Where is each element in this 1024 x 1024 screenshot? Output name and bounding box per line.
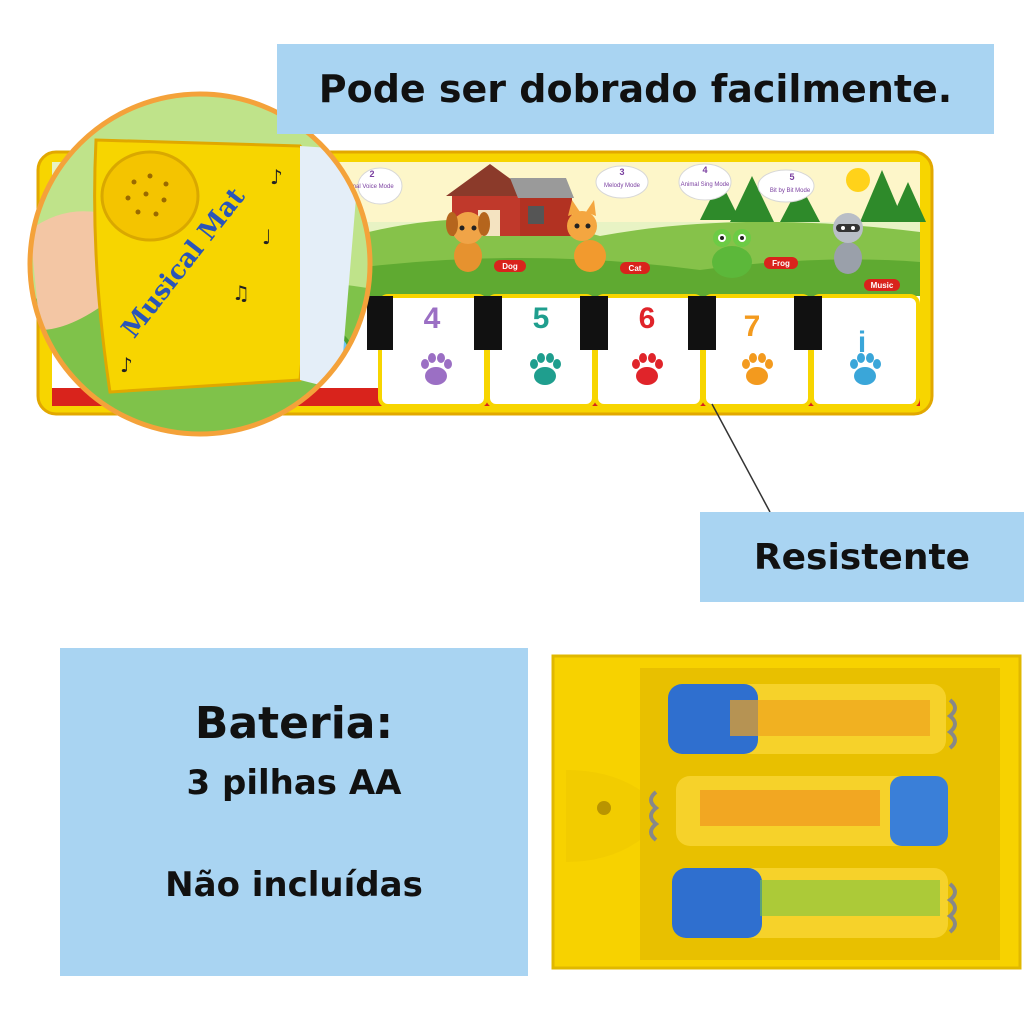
sun-icon	[846, 168, 870, 192]
screw-hole-icon	[597, 801, 611, 815]
paw-print-icon	[850, 353, 881, 385]
black-key	[580, 296, 608, 350]
foldable-caption: Pode ser dobrado facilmente.	[277, 44, 994, 134]
speaker-icon	[100, 150, 200, 242]
battery-compartment	[551, 654, 1022, 970]
mode-bubble	[757, 169, 815, 203]
folded-mat-zoom: ♪ ♫ ♪ ♩ Musical Mat	[27, 91, 373, 437]
mode-bubble	[357, 167, 403, 205]
paw-print-icon	[530, 353, 561, 385]
key-number: i	[858, 326, 866, 359]
animal-tag-dog: Dog	[502, 262, 518, 271]
black-key	[367, 296, 393, 350]
mode-number: 2	[369, 169, 374, 179]
cat-icon	[567, 200, 606, 272]
mode-label: Animal Sing Mode	[681, 182, 730, 188]
mode-label: Animal Voice Mode	[342, 184, 394, 190]
key-number: 7	[744, 310, 761, 343]
mode-bubble	[595, 165, 649, 199]
battery-2	[676, 776, 948, 846]
spring-contact	[946, 698, 957, 750]
resistant-caption: Resistente	[700, 512, 1024, 602]
animal-tag-music: Music	[871, 281, 894, 290]
raccoon-icon	[833, 213, 863, 274]
piano-key	[810, 294, 920, 408]
battery-3	[672, 868, 948, 938]
key-number: 5	[533, 302, 550, 335]
music-note-icon: ♫	[232, 281, 250, 305]
black-key	[794, 296, 822, 350]
music-note-icon: ♪	[120, 353, 133, 377]
black-key	[688, 296, 716, 350]
key-number: 6	[639, 302, 656, 335]
dog-icon	[446, 212, 490, 272]
pointer-line	[711, 403, 771, 513]
paw-print-icon	[742, 353, 773, 385]
battery-count: 3 pilhas AA	[186, 763, 402, 803]
battery-title: Bateria:	[194, 698, 394, 749]
music-note-icon: ♪	[270, 165, 283, 189]
frog-icon	[712, 229, 752, 278]
paw-print-icon	[632, 353, 663, 385]
mode-number: 3	[619, 167, 624, 177]
animal-tag-frog: Frog	[772, 259, 790, 268]
battery-1	[668, 684, 946, 754]
animal-tag-cat: Cat	[629, 264, 642, 273]
battery-note: Não incluídas	[165, 865, 423, 905]
mode-number: 4	[702, 165, 707, 175]
black-key	[474, 296, 502, 350]
paw-print-icon	[421, 353, 452, 385]
music-note-icon: ♩	[262, 225, 271, 249]
mode-number: 5	[789, 172, 794, 182]
spring-contact	[649, 790, 660, 842]
mode-label: Melody Mode	[604, 183, 641, 189]
mode-bubble	[678, 163, 732, 201]
spring-contact	[946, 882, 957, 934]
key-number: 4	[424, 302, 441, 335]
battery-info-panel: Bateria: 3 pilhas AA Não incluídas	[60, 648, 528, 976]
mode-label: Bit by Bit Mode	[770, 188, 811, 194]
